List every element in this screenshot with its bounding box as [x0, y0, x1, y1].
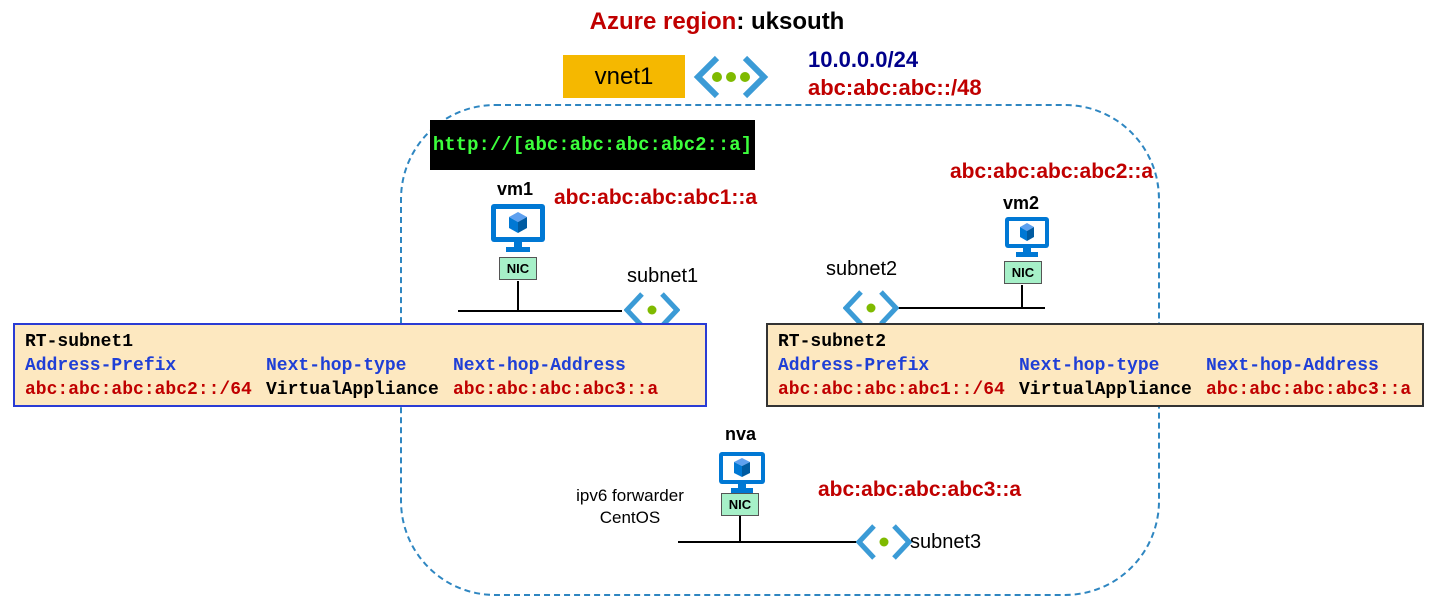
vm1-label: vm1 [497, 179, 534, 199]
nva-description: ipv6 forwarder CentOS [555, 485, 705, 529]
header-next-hop-type: Next-hop-type [266, 356, 407, 376]
route-table-header-row: Address-Prefix Next-hop-type Next-hop-Ad… [778, 354, 1412, 378]
route-table-name-row: RT-subnet2 [778, 330, 1412, 354]
nva-monitor-icon [719, 452, 765, 493]
vnet-ipv4-prefix: 10.0.0.0/24 [808, 47, 919, 72]
vnet-label: vnet1 [563, 55, 685, 98]
nva-address: abc:abc:abc:abc3::a [818, 478, 1022, 501]
header-address-prefix: Address-Prefix [778, 356, 930, 376]
vm1-nic: NIC [499, 257, 537, 280]
header-next-hop-address: Next-hop-Address [453, 356, 626, 376]
route-next-hop-address: abc:abc:abc:abc3::a [453, 380, 659, 400]
vm1-monitor-icon [491, 204, 545, 252]
route-next-hop-type: VirtualAppliance [1019, 380, 1192, 400]
region-label: Azure region [589, 8, 737, 35]
subnet3-label: subnet3 [910, 531, 982, 553]
nva-os: CentOS [599, 508, 661, 527]
vm2-label: vm2 [1003, 193, 1040, 213]
subnet2-icon [843, 290, 899, 326]
route-table-name-row: RT-subnet1 [25, 330, 695, 354]
region-value: uksouth [751, 8, 845, 35]
route-next-hop-address: abc:abc:abc:abc3::a [1206, 380, 1412, 400]
vnet-icon [693, 55, 769, 99]
vm2-address: abc:abc:abc:abc2::a [950, 160, 1154, 183]
vm2-nic: NIC [1004, 261, 1042, 284]
nva-nic: NIC [721, 493, 759, 516]
route-table-name: RT-subnet2 [778, 332, 887, 352]
route-table-header-row: Address-Prefix Next-hop-type Next-hop-Ad… [25, 354, 695, 378]
route-table-subnet2: RT-subnet2 Address-Prefix Next-hop-type … [766, 323, 1424, 407]
subnet2-label: subnet2 [826, 258, 898, 280]
region-title: Azure region: uksouth [0, 8, 1434, 36]
header-next-hop-type: Next-hop-type [1019, 356, 1160, 376]
subnet1-label: subnet1 [627, 265, 699, 287]
region-separator: : [736, 8, 752, 35]
header-address-prefix: Address-Prefix [25, 356, 177, 376]
nva-label: nva [725, 424, 757, 444]
route-next-hop-type: VirtualAppliance [266, 380, 439, 400]
route-prefix: abc:abc:abc:abc1::/64 [778, 380, 1005, 400]
route-prefix: abc:abc:abc:abc2::/64 [25, 380, 252, 400]
route-table-name: RT-subnet1 [25, 332, 134, 352]
vm1-address: abc:abc:abc:abc1::a [554, 186, 758, 209]
vm2-monitor-icon [1005, 217, 1049, 257]
subnet1-icon [624, 292, 680, 328]
route-table-subnet1: RT-subnet1 Address-Prefix Next-hop-type … [13, 323, 707, 407]
http-request-box: http://[abc:abc:abc:abc2::a] [430, 120, 755, 170]
header-next-hop-address: Next-hop-Address [1206, 356, 1379, 376]
route-row: abc:abc:abc:abc1::/64 VirtualAppliance a… [778, 378, 1412, 402]
subnet3-icon [856, 524, 912, 560]
nva-role: ipv6 forwarder [576, 486, 684, 505]
vnet-ipv6-prefix: abc:abc:abc::/48 [808, 75, 982, 100]
route-row: abc:abc:abc:abc2::/64 VirtualAppliance a… [25, 378, 695, 402]
